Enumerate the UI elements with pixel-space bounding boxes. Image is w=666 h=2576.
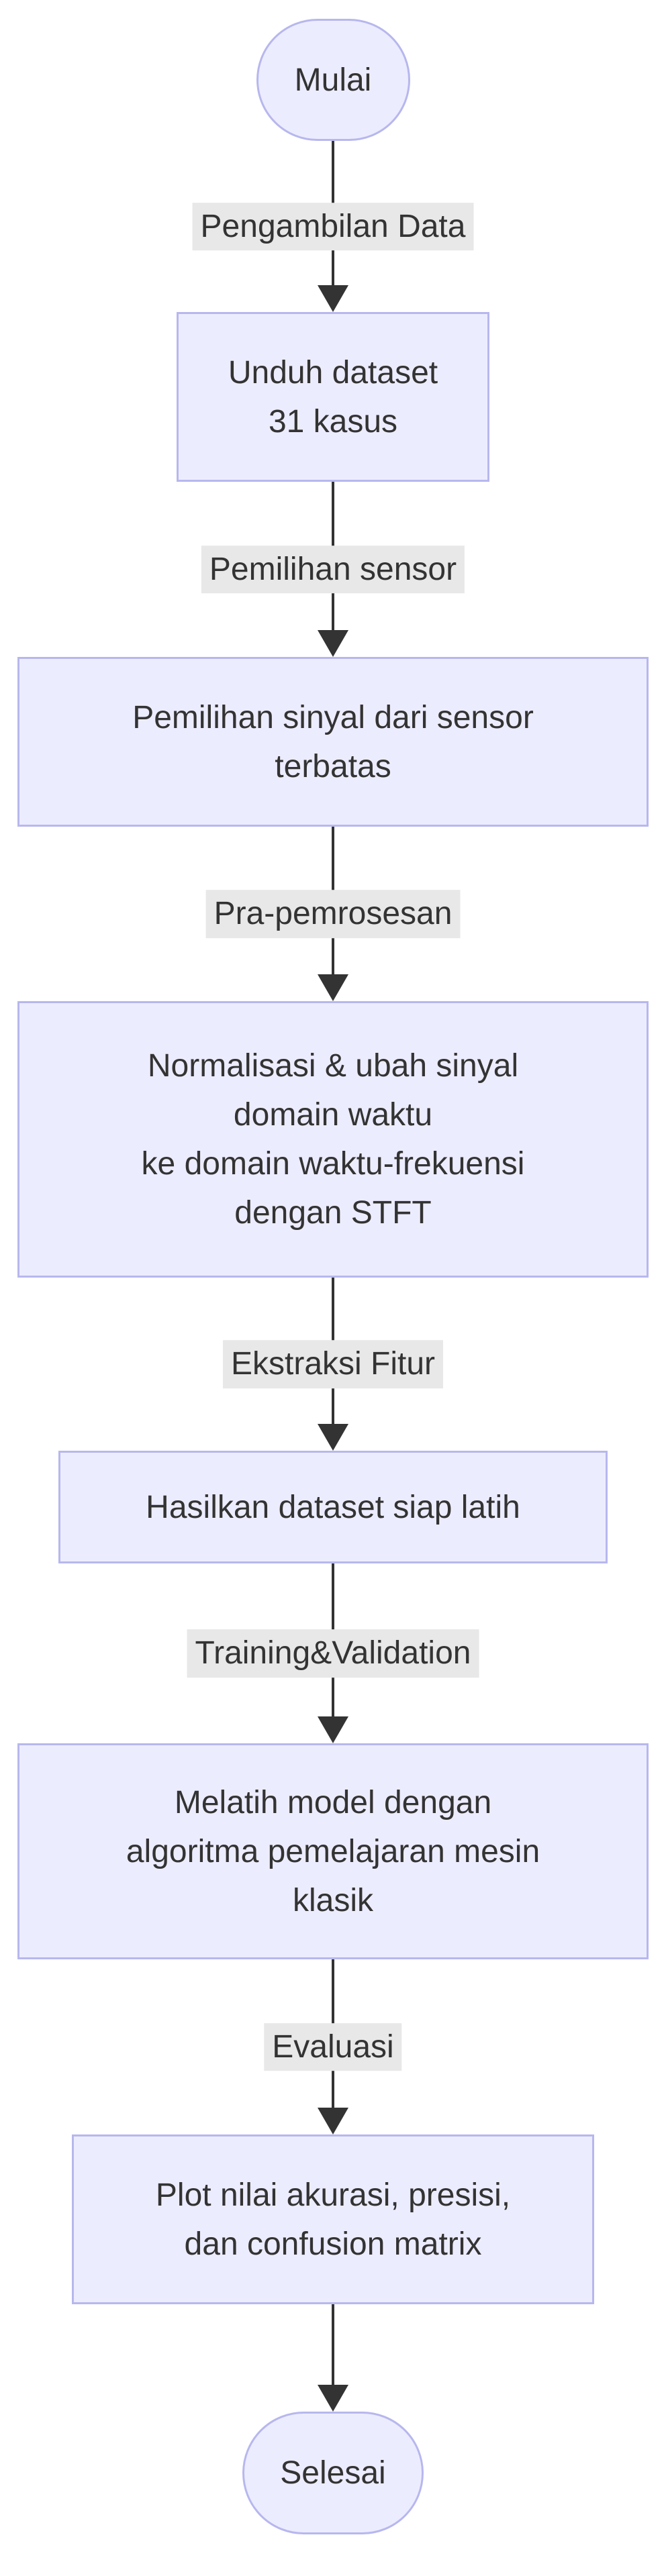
node-label-line: Unduh dataset — [228, 354, 438, 391]
edge-ekstraksi-fitur: Ekstraksi Fitur — [0, 1278, 666, 1451]
node-melatih-model: Melatih model dengan algoritma pemelajar… — [17, 1743, 649, 1959]
edge-label: Training&Validation — [187, 1629, 479, 1678]
edge-label: Pengambilan Data — [192, 202, 474, 251]
node-unduh-dataset: Unduh dataset 31 kasus — [177, 312, 489, 482]
edge-label: Pemilihan sensor — [201, 545, 465, 594]
edge-evaluasi: Evaluasi — [0, 1959, 666, 2134]
edge-label: Pra-pemrosesan — [205, 890, 461, 938]
edge-pemilihan-sensor: Pemilihan sensor — [0, 482, 666, 657]
node-pemilihan-sinyal: Pemilihan sinyal dari sensor terbatas — [17, 657, 649, 827]
arrowhead-down-icon — [318, 1716, 348, 1743]
node-selesai: Selesai — [242, 2412, 424, 2534]
node-label: Selesai — [280, 2455, 386, 2491]
arrowhead-down-icon — [318, 974, 348, 1001]
node-label-line: ke domain waktu-frekuensi — [141, 1146, 525, 1182]
node-label-line: dengan STFT — [234, 1195, 432, 1231]
node-label-line: Melatih model dengan — [174, 1784, 492, 1820]
edge-to-selesai — [0, 2304, 666, 2412]
node-label-line: algoritma pemelajaran mesin — [126, 1833, 540, 1869]
node-label-line: domain waktu — [233, 1097, 433, 1133]
arrowhead-down-icon — [318, 2385, 348, 2412]
node-hasilkan-dataset: Hasilkan dataset siap latih — [58, 1451, 608, 1563]
edge-line — [332, 2304, 334, 2406]
node-normalisasi-stft: Normalisasi & ubah sinyal domain waktu k… — [17, 1001, 649, 1278]
edge-pra-pemrosesan: Pra-pemrosesan — [0, 827, 666, 1001]
node-label-line: klasik — [292, 1882, 374, 1918]
arrowhead-down-icon — [318, 285, 348, 312]
arrowhead-down-icon — [318, 1424, 348, 1451]
edge-label: Evaluasi — [264, 2022, 402, 2071]
node-label: Mulai — [294, 62, 372, 98]
node-mulai: Mulai — [256, 19, 410, 141]
edge-pengambilan-data: Pengambilan Data — [0, 141, 666, 312]
node-label-line: terbatas — [275, 748, 391, 784]
node-label-line: Pemilihan sinyal dari sensor — [132, 699, 534, 735]
node-label-line: 31 kasus — [268, 403, 398, 440]
node-label-line: dan confusion matrix — [184, 2226, 482, 2262]
edge-label: Ekstraksi Fitur — [222, 1340, 444, 1388]
node-plot-evaluasi: Plot nilai akurasi, presisi, dan confusi… — [72, 2134, 594, 2304]
node-label-line: Plot nilai akurasi, presisi, — [155, 2177, 511, 2213]
node-label-line: Normalisasi & ubah sinyal — [147, 1048, 519, 1084]
arrowhead-down-icon — [318, 2108, 348, 2134]
arrowhead-down-icon — [318, 630, 348, 657]
edge-training-validation: Training&Validation — [0, 1563, 666, 1743]
node-label-line: Hasilkan dataset siap latih — [146, 1489, 520, 1525]
